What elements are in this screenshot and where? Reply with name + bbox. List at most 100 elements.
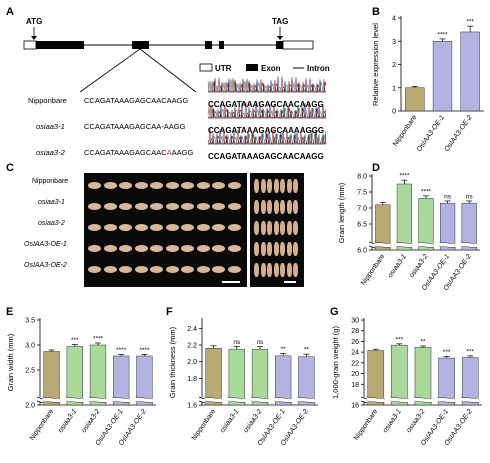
- y-tick-label: 2: [392, 62, 396, 69]
- y-tick-label: 24: [351, 350, 359, 357]
- bar-break-gap: [65, 398, 84, 402]
- start-codon-arrowhead: [31, 36, 37, 40]
- y-tick-label: 20: [351, 371, 359, 378]
- bar-break-line: [135, 400, 154, 404]
- bar-break-line: [413, 400, 433, 404]
- y-tick-label: 7.5: [357, 190, 367, 197]
- seq-name-osiaa3-2: osiaa3-2: [36, 148, 65, 157]
- seq-osiaa3-2: CCAGATAAAGAGCAACAAAGG: [84, 148, 193, 157]
- grain-seed: [212, 245, 225, 252]
- start-codon-label: ATG: [26, 17, 42, 26]
- y-tick-label: 2.0: [187, 359, 197, 366]
- grain-seed: [212, 203, 225, 210]
- stop-codon-arrowhead: [277, 36, 283, 40]
- bar: [89, 344, 107, 406]
- y-tick-label: 1: [392, 85, 396, 92]
- y-tick-label: 3: [392, 39, 396, 46]
- bar-break-gap: [461, 398, 480, 402]
- grain-seed-side: [273, 263, 279, 277]
- grain-seed: [88, 224, 101, 231]
- y-tick-label: 2.5: [25, 368, 35, 375]
- grain-seed: [150, 203, 163, 210]
- bar-break-line: [65, 400, 84, 404]
- bar-break-line: [227, 396, 246, 400]
- y-tick-label: 3.5: [25, 318, 35, 325]
- panel-label-d: D: [372, 162, 380, 174]
- grain-seed-side: [260, 179, 266, 193]
- y-tick-label: 30: [351, 318, 359, 325]
- significance-label: ****: [437, 31, 448, 38]
- y-tick-label: 6.0: [357, 248, 367, 255]
- bar-break-line: [251, 396, 269, 400]
- grain-seed-side: [293, 200, 298, 214]
- grain-label-osiaa3-1: osiaa3-1: [38, 199, 65, 206]
- bar-break-line: [396, 241, 413, 245]
- grain-seed: [196, 182, 210, 189]
- bar: [113, 355, 130, 406]
- axis-break-mark: [198, 396, 206, 404]
- grain-seed: [119, 266, 132, 273]
- axis-break-mark: [368, 241, 376, 249]
- grain-seed-side: [273, 242, 279, 256]
- significance-label: **: [420, 338, 426, 345]
- bar-break-gap: [112, 398, 131, 402]
- bar-break-gap: [227, 398, 246, 402]
- read-nipponbare: CCAGATAAAGAGCAACAAGG: [208, 100, 324, 109]
- exon-4: [219, 41, 224, 49]
- grain-seed: [212, 182, 225, 189]
- bar-break-line: [65, 396, 84, 400]
- bar: [205, 348, 222, 406]
- bar: [43, 351, 60, 406]
- bar-break-line: [460, 245, 478, 249]
- bar-break-line: [439, 245, 456, 249]
- grain-seed: [103, 182, 117, 189]
- read-osiaa3-1: CCAGATAAAGAGCAAAAGGG: [208, 126, 324, 135]
- y-axis-label: 1,000-grain weight (g): [331, 326, 340, 399]
- exon-1: [36, 41, 84, 49]
- grain-seed: [181, 245, 194, 252]
- bar: [228, 348, 245, 406]
- read-osiaa3-1-main: CCAGATAAAGAGCAAAAG: [208, 126, 312, 135]
- x-category-label: Nipponbare: [353, 408, 380, 442]
- significance-label: ****: [421, 188, 432, 195]
- grain-seed-side: [293, 242, 298, 256]
- grain-seed: [181, 266, 194, 273]
- seq-nipponbare: CCAGATAAAGAGCAACAAGG: [84, 96, 189, 105]
- seq-name-nipponbare: Nipponbare: [28, 96, 67, 105]
- grain-seed-side: [260, 221, 266, 235]
- exon-3: [205, 41, 212, 49]
- read-osiaa3-2-end: GG: [311, 152, 324, 161]
- exon-5: [276, 41, 283, 49]
- seq-osiaa3-2-pre: CCAGATAAAGAGCAAC: [84, 148, 167, 157]
- bar-break-gap: [274, 398, 293, 402]
- grain-seed-side: [293, 179, 298, 193]
- bar-break-line: [417, 245, 435, 249]
- bar-break-gap: [439, 243, 456, 247]
- y-tick-label: 26: [351, 339, 359, 346]
- grain-seed-side: [293, 263, 298, 277]
- bar: [66, 346, 83, 406]
- y-tick-label: 8.0: [357, 174, 367, 181]
- bar-break-gap: [374, 243, 392, 247]
- grain-seed: [227, 224, 241, 231]
- grain-seed: [196, 245, 210, 252]
- grain-label-oe-1: OsIAA3-OE-1: [24, 241, 67, 248]
- grain-seed: [88, 245, 101, 252]
- grain-seed: [103, 266, 117, 273]
- bar: [405, 87, 425, 112]
- bar-break-line: [42, 396, 61, 400]
- grain-seed: [134, 203, 148, 210]
- grain-seed: [165, 245, 179, 252]
- axis-break-mark: [36, 396, 44, 404]
- grain-seed-side: [254, 263, 259, 277]
- significance-label: ns: [257, 339, 265, 346]
- grain-seed: [181, 182, 194, 189]
- bar-break-line: [437, 400, 456, 404]
- bar-break-gap: [413, 398, 433, 402]
- axis-break-mark: [360, 396, 368, 404]
- bar-break-line: [135, 396, 154, 400]
- bar-break-line: [366, 400, 385, 404]
- y-tick-label: 6.5: [357, 222, 367, 229]
- bar-break-line: [374, 241, 392, 245]
